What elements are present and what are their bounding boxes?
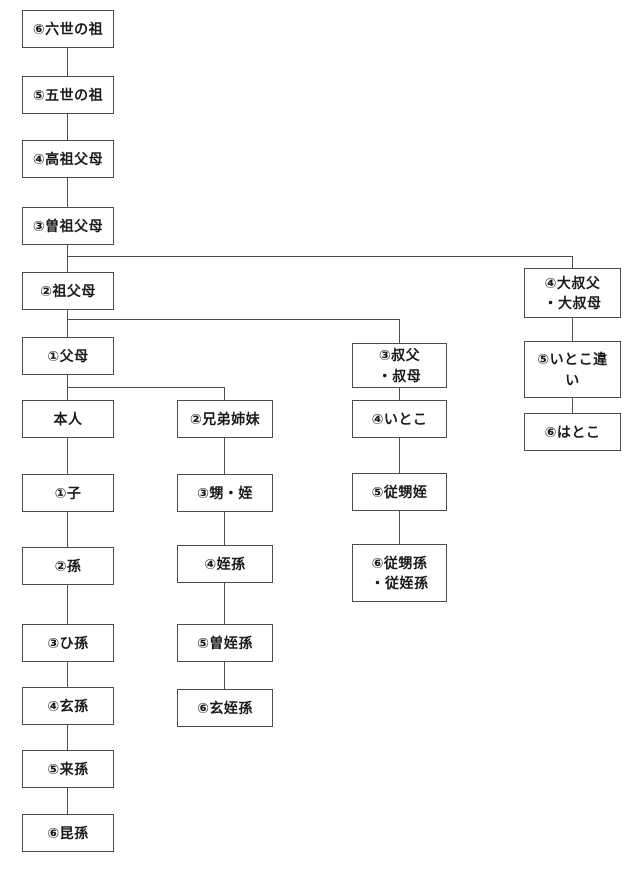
diagram-node: ②孫 <box>22 547 114 585</box>
connector-vertical <box>67 48 68 76</box>
diagram-node-label: ⑥玄姪孫 <box>197 699 253 716</box>
diagram-node: ①子 <box>22 474 114 512</box>
diagram-node-label: ③叔父 ・叔母 <box>377 347 422 384</box>
diagram-node-label: ⑤来孫 <box>47 760 89 777</box>
diagram-node-label: ④姪孫 <box>204 555 246 572</box>
diagram-node: ④玄孫 <box>22 687 114 725</box>
diagram-node-label: ④高祖父母 <box>32 150 104 167</box>
connector-vertical <box>67 178 68 207</box>
connector-vertical <box>67 725 68 750</box>
diagram-node-label: ①父母 <box>47 347 89 364</box>
connector-horizontal <box>67 387 225 388</box>
diagram-node: ①父母 <box>22 337 114 375</box>
connector-vertical <box>224 662 225 689</box>
diagram-node-label: ⑤いとこ違 い <box>537 351 608 388</box>
diagram-node-label: 本人 <box>53 410 83 427</box>
diagram-node: ④いとこ <box>352 400 447 438</box>
diagram-node-label: ⑤五世の祖 <box>32 86 104 103</box>
diagram-node-label: ②兄弟姉妹 <box>189 410 261 427</box>
diagram-node: ⑥玄姪孫 <box>177 689 273 727</box>
connector-vertical <box>224 438 225 474</box>
connector-vertical <box>67 512 68 547</box>
diagram-node-label: ⑥六世の祖 <box>32 20 104 37</box>
connector-vertical <box>572 318 573 341</box>
diagram-node-label: ③ひ孫 <box>47 634 89 651</box>
diagram-node-label: ③曽祖父母 <box>32 217 104 234</box>
diagram-node: ④高祖父母 <box>22 140 114 178</box>
connector-vertical <box>399 319 400 343</box>
diagram-node: ⑤いとこ違 い <box>524 341 621 398</box>
diagram-node: 本人 <box>22 400 114 438</box>
diagram-node: ⑥六世の祖 <box>22 10 114 48</box>
diagram-node-label: ③甥・姪 <box>197 484 253 501</box>
diagram-node: ⑥従甥孫 ・従姪孫 <box>352 544 447 602</box>
connector-vertical <box>67 245 68 272</box>
diagram-node-label: ⑤曽姪孫 <box>197 634 253 651</box>
connector-vertical <box>67 114 68 140</box>
diagram-node-label: ④いとこ <box>371 410 428 427</box>
diagram-node: ②兄弟姉妹 <box>177 400 273 438</box>
diagram-node-label: ④大叔父 ・大叔母 <box>543 274 602 311</box>
diagram-node-label: ⑥はとこ <box>544 423 601 440</box>
diagram-node: ⑤従甥姪 <box>352 473 447 511</box>
diagram-node: ⑥昆孫 <box>22 814 114 852</box>
diagram-node-label: ②孫 <box>54 557 82 574</box>
connector-vertical <box>67 662 68 687</box>
connector-horizontal <box>67 256 573 257</box>
diagram-node: ⑤曽姪孫 <box>177 624 273 662</box>
connector-vertical <box>224 512 225 545</box>
diagram-node: ③甥・姪 <box>177 474 273 512</box>
connector-vertical <box>572 256 573 268</box>
connector-vertical <box>399 511 400 544</box>
diagram-node: ③曽祖父母 <box>22 207 114 245</box>
diagram-node: ④姪孫 <box>177 545 273 583</box>
diagram-node: ⑤来孫 <box>22 750 114 788</box>
diagram-node-label: ⑤従甥姪 <box>371 483 428 500</box>
diagram-node-label: ⑥昆孫 <box>47 824 89 841</box>
connector-vertical <box>67 788 68 814</box>
connector-vertical <box>67 585 68 624</box>
diagram-node: ⑥はとこ <box>524 413 621 451</box>
connector-vertical <box>67 438 68 474</box>
connector-vertical <box>224 387 225 400</box>
connector-vertical <box>67 310 68 337</box>
diagram-node: ③ひ孫 <box>22 624 114 662</box>
connector-vertical <box>572 398 573 413</box>
diagram-node: ⑤五世の祖 <box>22 76 114 114</box>
diagram-node: ④大叔父 ・大叔母 <box>524 268 621 318</box>
connector-vertical <box>399 388 400 400</box>
connector-vertical <box>224 583 225 624</box>
diagram-node: ③叔父 ・叔母 <box>352 343 447 388</box>
connector-vertical <box>399 438 400 473</box>
connector-horizontal <box>67 319 400 320</box>
diagram-node-label: ⑥従甥孫 ・従姪孫 <box>370 554 429 591</box>
diagram-node-label: ①子 <box>54 484 82 501</box>
diagram-node: ②祖父母 <box>22 272 114 310</box>
diagram-node-label: ②祖父母 <box>40 282 96 299</box>
diagram-node-label: ④玄孫 <box>47 697 89 714</box>
